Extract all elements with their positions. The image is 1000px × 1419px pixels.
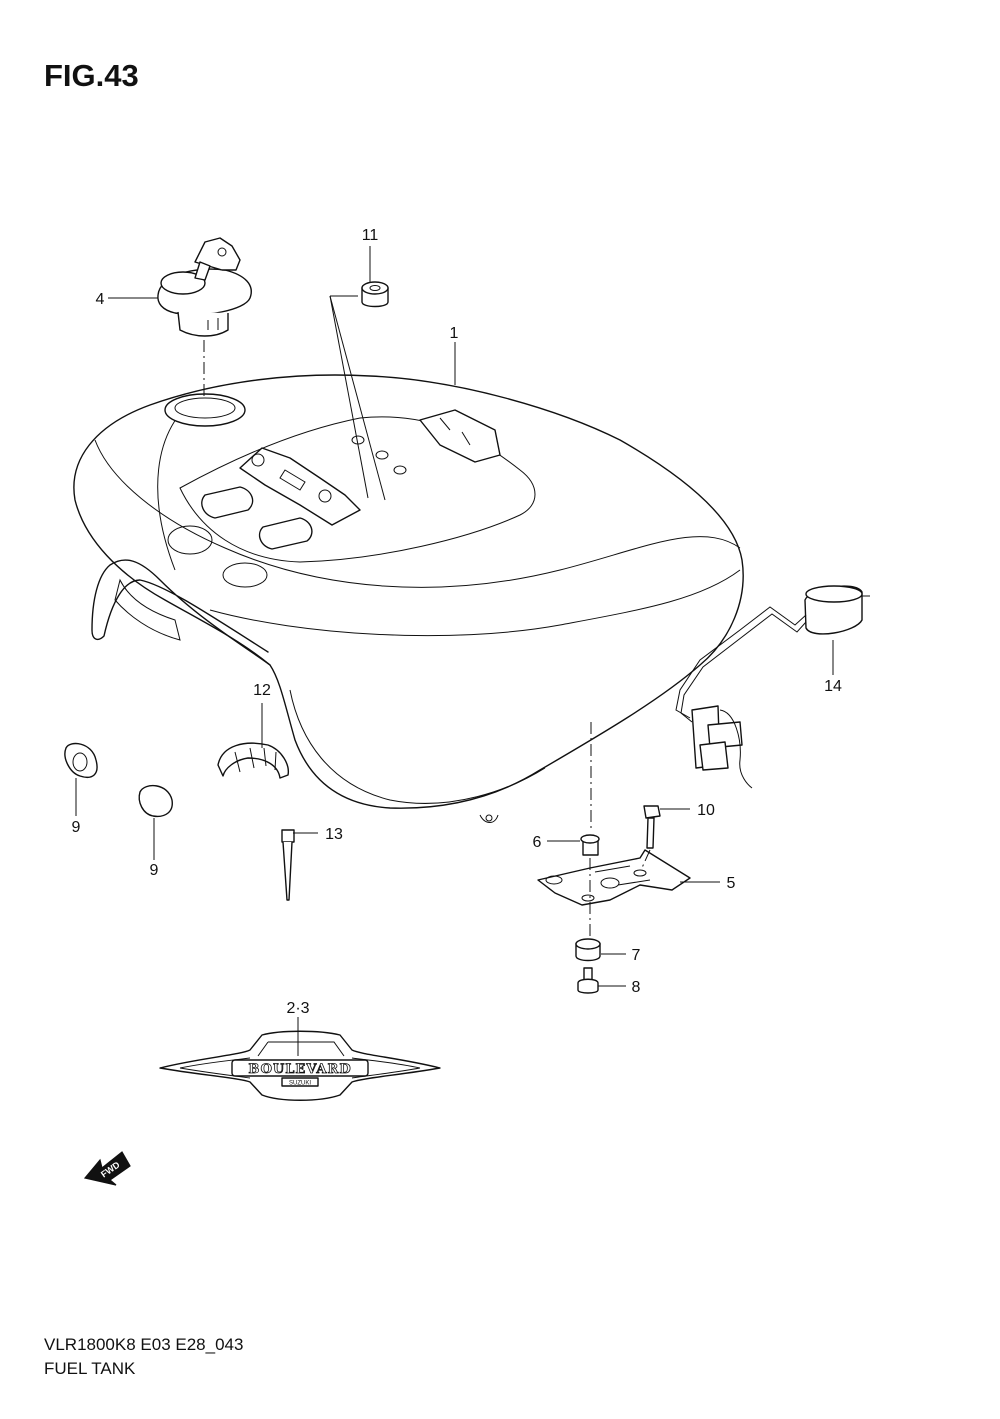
callout-7: 7 (632, 947, 641, 964)
callout-8: 8 (632, 979, 641, 996)
bracket-part-5[interactable] (537, 849, 691, 906)
callout-10: 10 (697, 802, 715, 819)
boulevard-emblem-part-2-3[interactable]: BOULEVARD SUZUKI (159, 1030, 441, 1101)
callout-9-b: 9 (150, 862, 159, 879)
bolt-part-8[interactable] (577, 967, 599, 994)
callout-1: 1 (450, 325, 459, 342)
figure-title: FIG.43 (44, 58, 139, 93)
tank-cushion-part-12[interactable] (217, 742, 289, 779)
fuel-tank-part-1[interactable] (73, 374, 744, 823)
rubber-cushion-part-11[interactable] (361, 281, 389, 308)
bolt-part-10[interactable] (643, 805, 661, 849)
callout-13: 13 (325, 826, 343, 843)
callout-4: 4 (96, 291, 105, 308)
callout-9-a: 9 (72, 819, 81, 836)
damper-part-7[interactable] (575, 938, 601, 962)
callout-6: 6 (533, 834, 542, 851)
cushion-part-9-a[interactable] (64, 742, 98, 778)
callout-11: 11 (362, 227, 379, 244)
callout-14: 14 (824, 678, 842, 695)
emblem-brand: SUZUKI (289, 1081, 311, 1087)
model-code: VLR1800K8 E03 E28_043 (44, 1335, 244, 1354)
emblem-word: BOULEVARD (248, 1062, 351, 1077)
forward-direction-arrow: FWD (83, 1151, 131, 1186)
callout-12: 12 (253, 682, 271, 699)
tie-strap-part-13[interactable] (281, 829, 295, 901)
fuel-cap-part-4[interactable] (157, 237, 252, 337)
fuel-level-gauge-part-14[interactable] (675, 585, 870, 789)
callout-2-3: 2·3 (286, 1000, 309, 1017)
callout-5: 5 (727, 875, 736, 892)
collar-part-6[interactable] (580, 834, 600, 856)
figure-name: FUEL TANK (44, 1359, 136, 1378)
leader-lines (75, 246, 834, 1056)
cushion-part-9-b[interactable] (138, 784, 173, 818)
